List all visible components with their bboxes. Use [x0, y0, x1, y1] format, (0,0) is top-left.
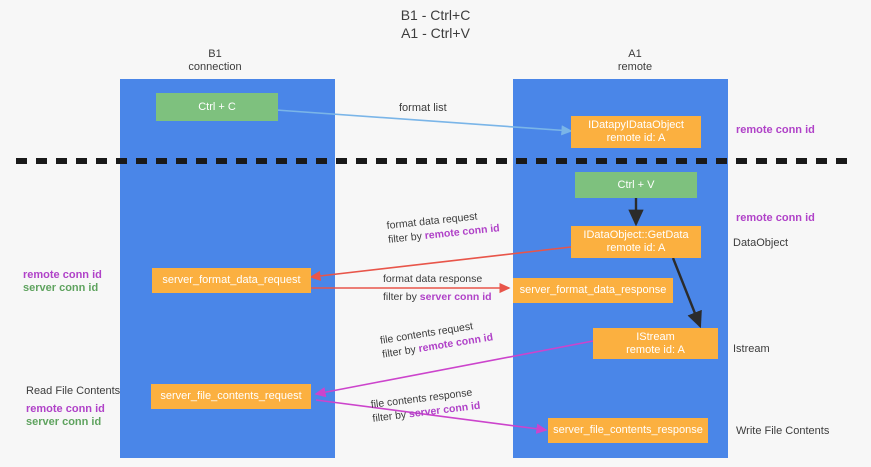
side-label-remote-conn-id-mid: remote conn id [736, 212, 815, 224]
side-label-left-remote-conn-id-bottom: remote conn id [26, 403, 105, 415]
diagram-title: B1 - Ctrl+C A1 - Ctrl+V [0, 6, 871, 42]
side-label-left-server-conn-id-bottom: server conn id [26, 416, 102, 428]
box-server-format-data-response-label: server_format_data_response [519, 284, 667, 296]
side-label-left-server-conn-id-mid: server conn id [23, 282, 99, 294]
edge-label-file-contents-response-prefix: filter by [371, 408, 410, 425]
title-line-1: B1 - Ctrl+C [400, 7, 471, 23]
box-server-format-data-request-label: server_format_data_request [162, 274, 301, 286]
box-server-format-data-response[interactable]: server_format_data_response [513, 278, 673, 303]
box-ctrl-v[interactable]: Ctrl + V [575, 172, 697, 198]
edge-label-format-data-request: format data request filter by remote con… [386, 207, 500, 247]
column-header-b1: B1 connection [155, 48, 275, 74]
column-header-b1-name: B1 [208, 48, 222, 60]
box-server-format-data-request[interactable]: server_format_data_request [152, 268, 311, 293]
edge-label-format-list: format list [399, 102, 447, 114]
edge-label-format-data-response: format data response filter by server co… [383, 272, 492, 304]
title-line-2: A1 - Ctrl+V [401, 25, 470, 41]
side-label-remote-conn-id-top: remote conn id [736, 124, 815, 136]
side-label-dataobject: DataObject [733, 237, 789, 249]
column-header-a1-name: A1 [628, 48, 642, 60]
box-idataobject-top-line2: remote id: A [606, 132, 666, 144]
edge-label-file-contents-request: file contents request filter by remote c… [379, 316, 494, 361]
box-ctrl-c[interactable]: Ctrl + C [156, 93, 278, 121]
box-server-file-contents-response[interactable]: server_file_contents_response [548, 418, 708, 443]
side-label-read-file-contents: Read File Contents [26, 385, 121, 397]
edge-label-format-data-request-prefix: filter by [387, 230, 426, 246]
box-getdata[interactable]: IDataObject::GetData remote id: A [571, 226, 701, 258]
edge-label-file-contents-response: file contents response filter by server … [370, 385, 481, 426]
box-istream-line1: IStream [636, 330, 675, 343]
column-header-a1-sub: remote [617, 61, 653, 73]
side-label-write-file-contents: Write File Contents [736, 425, 830, 437]
edge-label-format-data-response-main: format data response [383, 273, 483, 285]
side-label-left-remote-conn-id-mid: remote conn id [23, 269, 102, 281]
box-getdata-line1: IDataObject::GetData [583, 229, 689, 241]
side-label-istream: Istream [733, 343, 770, 355]
column-header-a1: A1 remote [575, 48, 695, 74]
box-server-file-contents-response-label: server_file_contents_response [553, 424, 703, 436]
edge-label-format-data-response-prefix: filter by [383, 291, 420, 303]
box-ctrl-c-label: Ctrl + C [198, 100, 236, 113]
box-idataobject-top-line1: IDataруIDataObject [588, 119, 684, 131]
box-server-file-contents-request[interactable]: server_file_contents_request [151, 384, 311, 409]
box-istream-line2: remote id: A [626, 343, 685, 356]
box-ctrl-v-label: Ctrl + V [617, 178, 655, 191]
box-idataobject-top[interactable]: IDataруIDataObject remote id: A [571, 116, 701, 148]
column-header-b1-sub: connection [188, 61, 242, 73]
edge-label-format-data-response-key: server conn id [419, 291, 492, 303]
box-server-file-contents-request-label: server_file_contents_request [160, 390, 302, 402]
box-getdata-line2: remote id: A [606, 242, 666, 254]
box-istream[interactable]: IStream remote id: A [593, 328, 718, 359]
